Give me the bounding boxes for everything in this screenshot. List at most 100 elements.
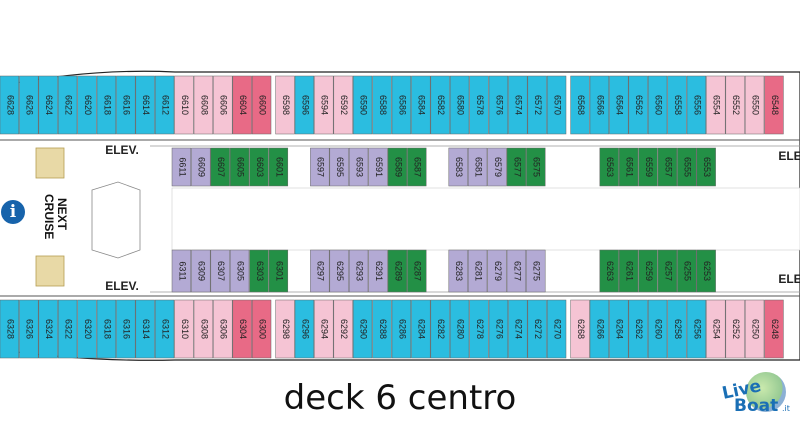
cabin-6612[interactable]: 6612 xyxy=(154,75,175,135)
cabin-box[interactable] xyxy=(638,147,658,187)
cabin-box[interactable] xyxy=(310,249,330,293)
cabin-6584[interactable]: 6584 xyxy=(411,75,431,135)
cabin-box[interactable] xyxy=(487,249,507,293)
cabin-6604[interactable]: 6604 xyxy=(232,75,252,135)
cabin-6566[interactable]: 6566 xyxy=(589,75,610,135)
cabin-box[interactable] xyxy=(448,147,468,187)
cabin-6572[interactable]: 6572 xyxy=(527,75,547,135)
cabin-6586[interactable]: 6586 xyxy=(391,75,412,135)
cabin-box[interactable] xyxy=(570,75,590,135)
cabin-box[interactable] xyxy=(411,75,431,135)
cabin-6600[interactable]: 6600 xyxy=(251,75,272,135)
cabin-box[interactable] xyxy=(599,249,619,293)
cabin-box[interactable] xyxy=(116,75,136,135)
cabin-6293[interactable]: 6293 xyxy=(348,249,369,293)
cabin-box[interactable] xyxy=(469,75,489,135)
cabin-box[interactable] xyxy=(333,299,353,359)
cabin-6297[interactable]: 6297 xyxy=(310,249,330,293)
cabin-6574[interactable]: 6574 xyxy=(508,75,528,135)
cabin-box[interactable] xyxy=(232,75,252,135)
cabin-box[interactable] xyxy=(268,147,289,187)
cabin-box[interactable] xyxy=(174,299,194,359)
cabin-box[interactable] xyxy=(677,249,697,293)
cabin-6596[interactable]: 6596 xyxy=(294,75,315,135)
cabin-box[interactable] xyxy=(251,299,272,359)
cabin-6587[interactable]: 6587 xyxy=(407,147,427,187)
cabin-box[interactable] xyxy=(628,299,648,359)
cabin-6578[interactable]: 6578 xyxy=(469,75,489,135)
cabin-box[interactable] xyxy=(96,299,117,359)
cabin-6266[interactable]: 6266 xyxy=(589,299,610,359)
cabin-box[interactable] xyxy=(174,75,194,135)
cabin-box[interactable] xyxy=(686,75,707,135)
cabin-box[interactable] xyxy=(77,75,97,135)
cabin-6318[interactable]: 6318 xyxy=(96,299,117,359)
cabin-box[interactable] xyxy=(667,75,687,135)
cabin-6283[interactable]: 6283 xyxy=(448,249,468,293)
cabin-box[interactable] xyxy=(647,75,668,135)
cabin-6614[interactable]: 6614 xyxy=(135,75,155,135)
cabin-box[interactable] xyxy=(696,147,716,187)
cabin-box[interactable] xyxy=(251,75,272,135)
cabin-6308[interactable]: 6308 xyxy=(193,299,214,359)
cabin-box[interactable] xyxy=(0,75,20,135)
cabin-6276[interactable]: 6276 xyxy=(488,299,509,359)
cabin-6261[interactable]: 6261 xyxy=(618,249,639,293)
cabin-box[interactable] xyxy=(508,299,528,359)
cabin-6268[interactable]: 6268 xyxy=(570,299,590,359)
cabin-6295[interactable]: 6295 xyxy=(329,249,349,293)
cabin-6610[interactable]: 6610 xyxy=(174,75,194,135)
cabin-box[interactable] xyxy=(696,249,716,293)
cabin-box[interactable] xyxy=(744,299,765,359)
cabin-box[interactable] xyxy=(213,299,233,359)
cabin-6628[interactable]: 6628 xyxy=(0,75,20,135)
cabin-6563[interactable]: 6563 xyxy=(599,147,619,187)
cabin-box[interactable] xyxy=(38,75,58,135)
cabin-6597[interactable]: 6597 xyxy=(310,147,330,187)
cabin-6301[interactable]: 6301 xyxy=(268,249,289,293)
cabin-6606[interactable]: 6606 xyxy=(213,75,233,135)
cabin-box[interactable] xyxy=(677,147,697,187)
cabin-box[interactable] xyxy=(232,299,252,359)
cabin-box[interactable] xyxy=(706,75,726,135)
cabin-box[interactable] xyxy=(725,299,745,359)
cabin-box[interactable] xyxy=(294,299,315,359)
cabin-6258[interactable]: 6258 xyxy=(667,299,687,359)
cabin-box[interactable] xyxy=(430,299,450,359)
cabin-6311[interactable]: 6311 xyxy=(171,249,192,293)
cabin-6626[interactable]: 6626 xyxy=(19,75,39,135)
cabin-6277[interactable]: 6277 xyxy=(506,249,527,293)
cabin-box[interactable] xyxy=(249,249,269,293)
cabin-6306[interactable]: 6306 xyxy=(213,299,233,359)
cabin-box[interactable] xyxy=(764,75,784,135)
cabin-6282[interactable]: 6282 xyxy=(430,299,450,359)
cabin-box[interactable] xyxy=(599,147,619,187)
cabin-box[interactable] xyxy=(449,75,470,135)
cabin-box[interactable] xyxy=(647,299,668,359)
cabin-6324[interactable]: 6324 xyxy=(38,299,58,359)
cabin-box[interactable] xyxy=(314,299,334,359)
cabin-box[interactable] xyxy=(368,249,388,293)
cabin-box[interactable] xyxy=(249,147,269,187)
cabin-box[interactable] xyxy=(589,75,610,135)
cabin-6270[interactable]: 6270 xyxy=(546,299,567,359)
cabin-6558[interactable]: 6558 xyxy=(667,75,687,135)
cabin-box[interactable] xyxy=(135,75,155,135)
cabin-6568[interactable]: 6568 xyxy=(570,75,590,135)
cabin-6588[interactable]: 6588 xyxy=(372,75,392,135)
cabin-6280[interactable]: 6280 xyxy=(449,299,470,359)
cabin-6322[interactable]: 6322 xyxy=(57,299,78,359)
cabin-6576[interactable]: 6576 xyxy=(488,75,509,135)
cabin-box[interactable] xyxy=(229,147,250,187)
cabin-6253[interactable]: 6253 xyxy=(696,249,716,293)
cabin-6256[interactable]: 6256 xyxy=(686,299,707,359)
cabin-6605[interactable]: 6605 xyxy=(229,147,250,187)
cabin-6304[interactable]: 6304 xyxy=(232,299,252,359)
cabin-6260[interactable]: 6260 xyxy=(647,299,668,359)
cabin-6548[interactable]: 6548 xyxy=(764,75,784,135)
cabin-6257[interactable]: 6257 xyxy=(657,249,678,293)
cabin-box[interactable] xyxy=(589,299,610,359)
cabin-box[interactable] xyxy=(116,299,136,359)
cabin-6305[interactable]: 6305 xyxy=(229,249,250,293)
cabin-box[interactable] xyxy=(467,249,488,293)
